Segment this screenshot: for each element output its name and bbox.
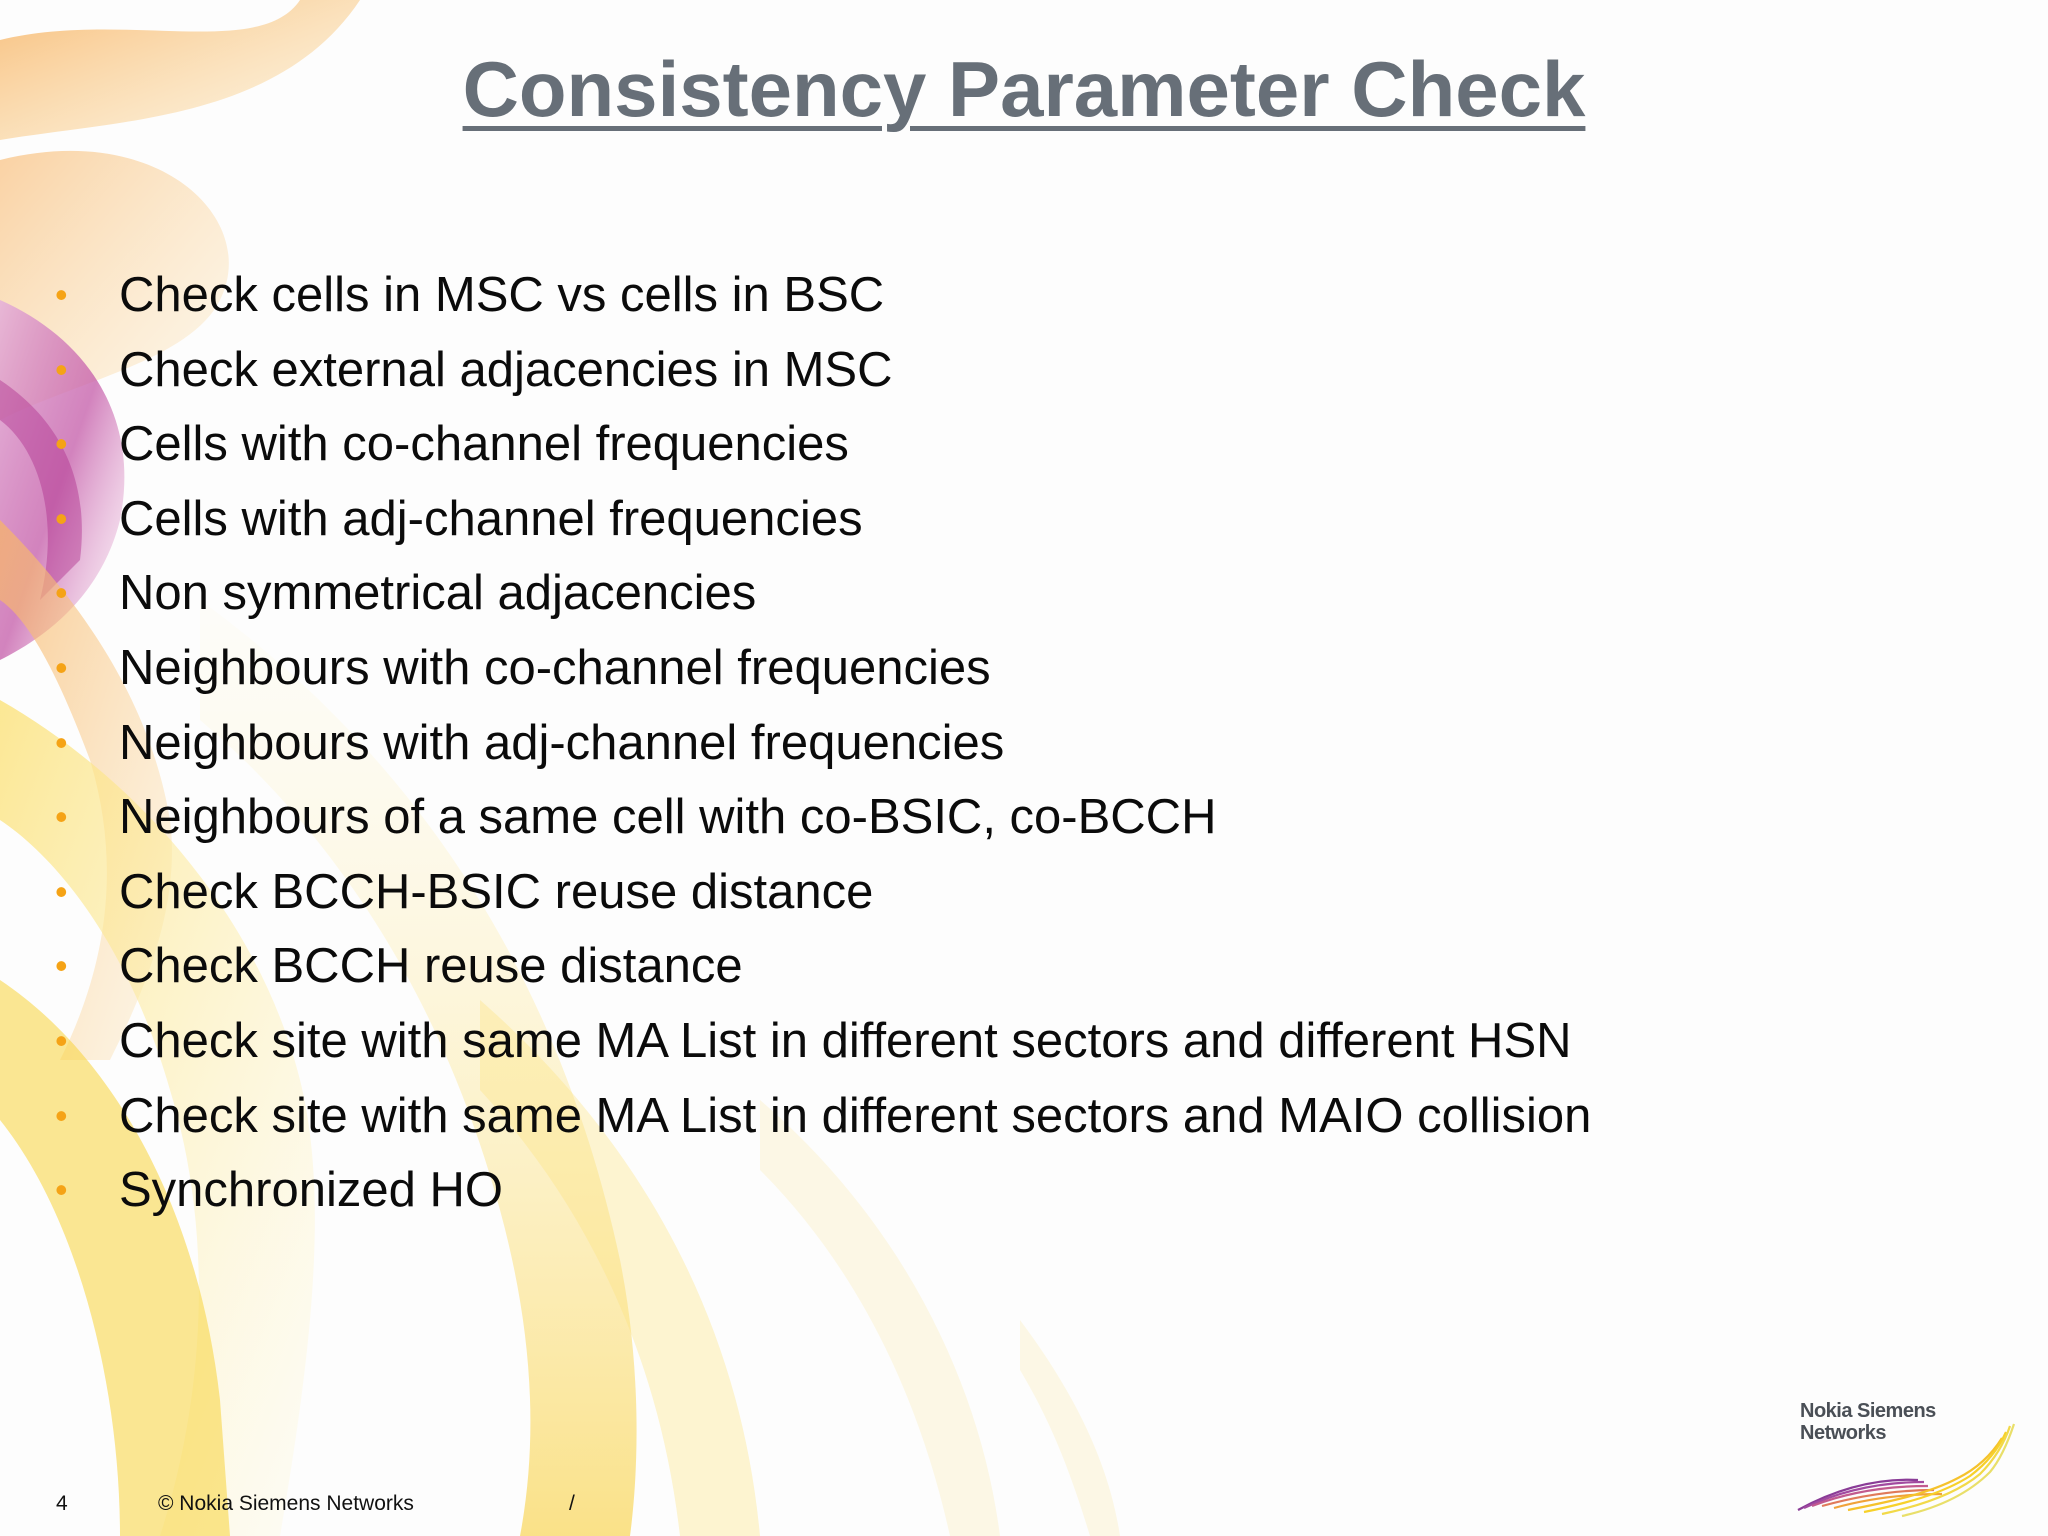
bullet-text: Non symmetrical adjacencies	[119, 566, 757, 621]
bullet-text: Synchronized HO	[119, 1163, 504, 1218]
copyright-notice: © Nokia Siemens Networks	[158, 1492, 414, 1515]
bullet-icon: •	[55, 497, 68, 539]
footer-separator: /	[569, 1492, 575, 1515]
logo-line-2: Networks	[1800, 1422, 1887, 1444]
nokia-siemens-networks-logo: Nokia Siemens Networks	[1778, 1398, 2018, 1518]
bullet-icon: •	[55, 945, 68, 987]
bullet-text: Neighbours of a same cell with co-BSIC, …	[119, 790, 1217, 845]
bullet-icon: •	[55, 1019, 68, 1061]
bullet-icon: •	[55, 274, 68, 315]
logo-line-1: Nokia Siemens	[1800, 1400, 1936, 1422]
bullet-text: Neighbours with co-channel frequencies	[119, 640, 991, 695]
bullet-text: Cells with co-channel frequencies	[119, 417, 849, 472]
page-number: 4	[56, 1492, 68, 1515]
bullet-icon: •	[55, 572, 68, 614]
bullet-text: Check BCCH reuse distance	[119, 939, 743, 994]
bullet-text: Neighbours with adj-channel frequencies	[119, 715, 1005, 770]
bullet-icon: •	[55, 646, 68, 688]
bullet-icon: •	[55, 721, 68, 763]
bullet-icon: •	[55, 870, 68, 912]
bullet-icon: •	[55, 796, 68, 838]
bullet-text: Check site with same MA List in differen…	[119, 1088, 1592, 1143]
bullet-text: Check cells in MSC vs cells in BSC	[119, 268, 885, 322]
bullet-icon: •	[55, 1169, 68, 1211]
logo-text: Nokia Siemens Networks	[1800, 1400, 1936, 1444]
bullet-icon: •	[55, 423, 68, 465]
slide-title: Consistency Parameter Check	[462, 45, 1586, 133]
bullet-text: Cells with adj-channel frequencies	[119, 491, 863, 546]
logo-wave-icon	[1797, 1423, 2016, 1518]
bullet-icon: •	[55, 1094, 68, 1136]
bullet-icon: •	[55, 348, 68, 390]
bullet-text: Check site with same MA List in differen…	[119, 1013, 1572, 1068]
bullet-text: Check external adjacencies in MSC	[119, 342, 893, 397]
bullet-text: Check BCCH-BSIC reuse distance	[119, 864, 874, 919]
